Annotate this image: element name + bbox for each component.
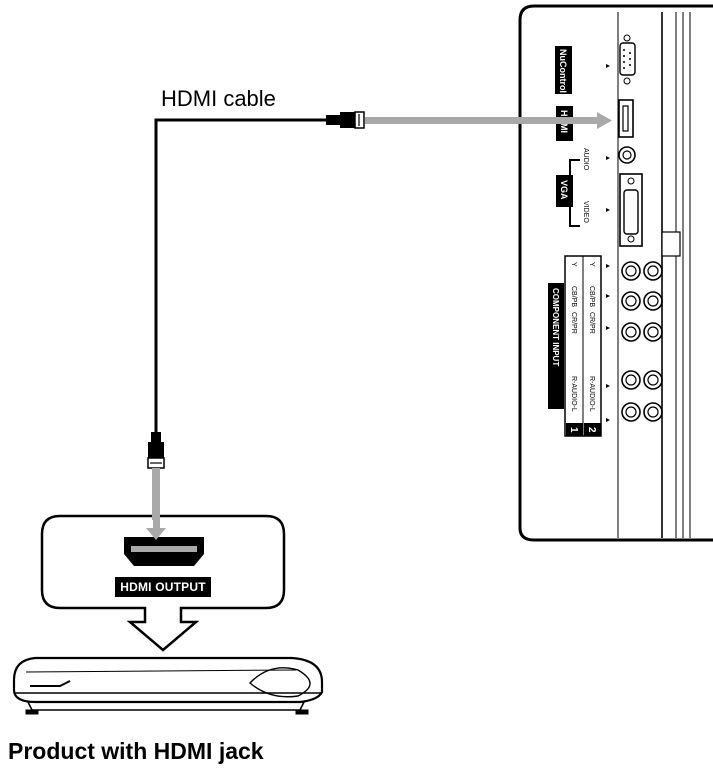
tv-back-panel [518, 4, 713, 542]
hdmi-output-callout [40, 468, 286, 652]
cable-top-plug [326, 111, 365, 129]
col1-crpr: CR/PR [570, 312, 577, 334]
hdmi-output-label: HDMI OUTPUT [115, 577, 211, 597]
col2-y: Y [588, 262, 595, 267]
vga-label: VGA AUDIO VIDEO [556, 148, 589, 227]
component-input-block: COMPONENT INPUT Y CB/PB CR/PR R-AUDIO-L … [548, 255, 602, 437]
col1-y: Y [570, 262, 577, 267]
nucontrol-label: NuControl [555, 46, 572, 94]
hdmi-cable [147, 111, 365, 469]
input-2-number: 2 [586, 427, 597, 433]
col2-crpr: CR/PR [588, 312, 595, 334]
tv-hdmi-port-icon [618, 99, 634, 138]
device-box-drawing [12, 656, 324, 715]
device-caption: Product with HDMI jack [8, 738, 264, 764]
audio-text: AUDIO [582, 148, 589, 171]
col1-audio: R-AUDIO-L [570, 376, 577, 412]
device-hdmi-connector-icon [124, 520, 204, 566]
rca-jacks [621, 261, 663, 422]
vga-text: VGA [559, 180, 569, 200]
nucontrol-text: NuControl [558, 49, 568, 93]
audio-jack-icon [618, 146, 636, 164]
port-indicator-marks [606, 64, 610, 422]
signal-arrow-to-device-connector [152, 468, 160, 520]
video-text: VIDEO [582, 201, 589, 223]
hdmi-cable-label: HDMI cable [161, 86, 276, 111]
vga-port-icon [619, 173, 643, 247]
col2-audio: R-AUDIO-L [588, 376, 595, 412]
nucontrol-port-icon [619, 34, 636, 85]
signal-arrow-to-tv [365, 112, 612, 129]
input-1-number: 1 [568, 427, 579, 433]
cable-bottom-plug [147, 432, 165, 469]
col2-cbpb: CB/PB [588, 286, 595, 307]
col1-cbpb: CB/PB [570, 286, 577, 307]
component-input-text: COMPONENT INPUT [551, 288, 560, 366]
